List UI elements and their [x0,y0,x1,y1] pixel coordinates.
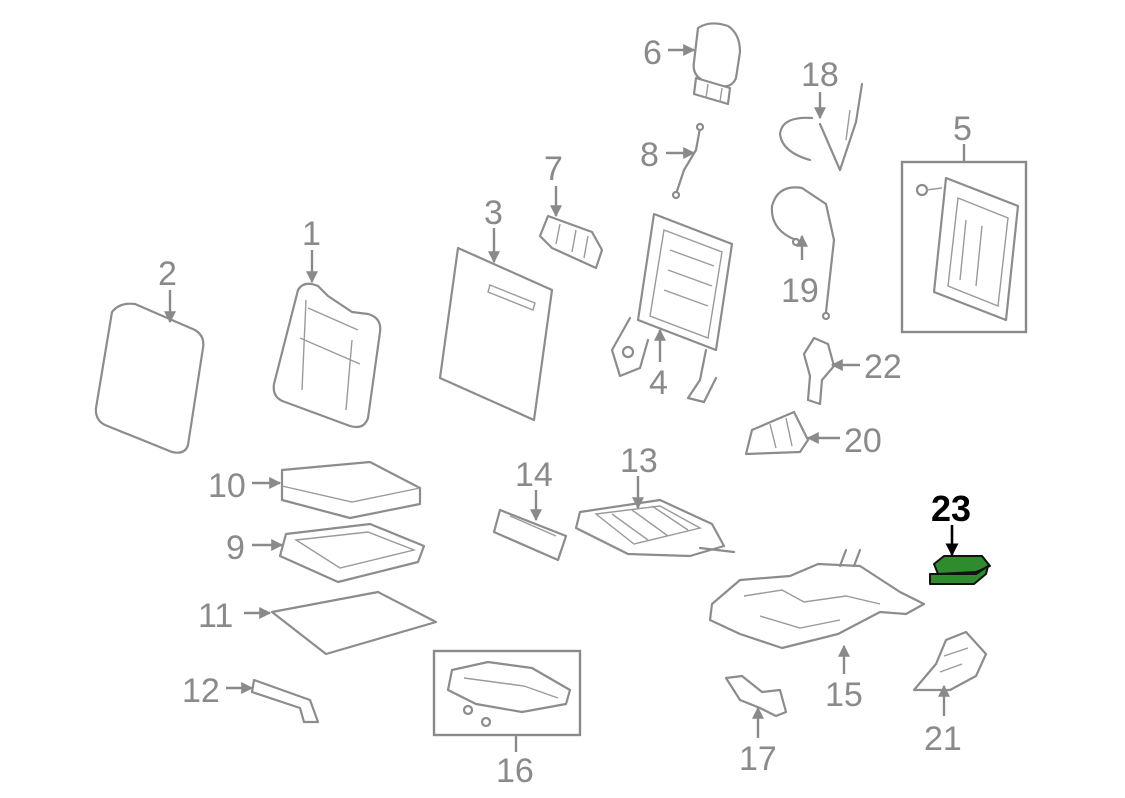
label-6: 6 [643,34,662,72]
part-18-cable [778,82,864,172]
part-9-seat-pad [278,522,426,584]
label-22: 22 [864,348,902,386]
part-4-seatback-frame [610,212,734,404]
label-1: 1 [302,215,321,253]
label-2: 2 [158,255,177,293]
label-13: 13 [620,442,658,480]
part-3-back-board [438,246,554,422]
part-17-bracket [724,674,788,718]
part-10-seat-cushion [280,460,422,520]
label-20: 20 [844,422,882,460]
part-23-module [929,555,991,585]
part-11-sheet [270,590,438,656]
label-14: 14 [515,456,553,494]
label-4: 4 [649,364,668,402]
part-14-plate [492,508,568,562]
part-12-bar [250,678,320,724]
part-22-bracket [802,336,836,406]
label-9: 9 [226,529,245,567]
label-19: 19 [781,272,819,310]
part-1-seatback-cover [272,282,382,429]
label-17: 17 [739,740,777,778]
part-5-panel [915,176,1020,322]
label-3: 3 [484,194,503,232]
part-21-side-cover [912,630,988,692]
part-7-pad [538,214,604,270]
part-2-seatback-pad [94,302,205,454]
part-16-box [432,649,582,737]
label-10: 10 [208,467,246,505]
label-16: 16 [496,752,534,790]
part-6-headrest [692,22,742,106]
label-23: 23 [931,488,971,529]
label-11: 11 [198,597,233,635]
label-7: 7 [544,150,563,188]
part-16-tray [446,660,572,728]
part-15-base-frame [708,548,926,650]
label-12: 12 [182,672,220,710]
label-21: 21 [924,720,962,758]
label-15: 15 [825,676,863,714]
label-5: 5 [953,110,972,148]
part-13-cushion-frame [574,498,736,558]
label-18: 18 [801,56,839,94]
part-20-cover [744,410,810,456]
label-8: 8 [640,136,659,174]
part-8-rod [671,122,705,200]
